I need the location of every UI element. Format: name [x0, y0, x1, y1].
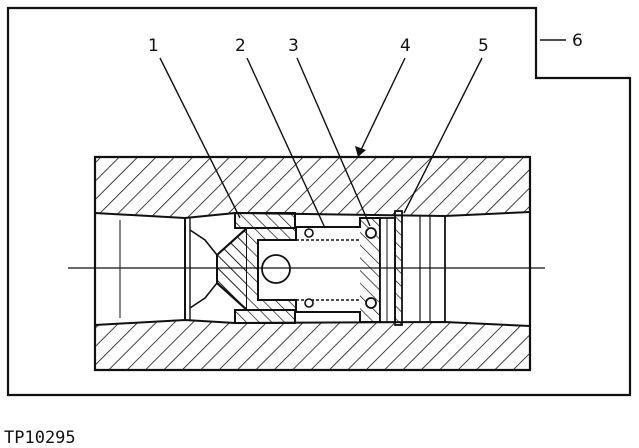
o-ring-set [304, 227, 377, 309]
inlet-seat [189, 229, 218, 309]
callout-4: 4 [400, 36, 411, 56]
arrowhead-4 [355, 146, 366, 157]
callout-1: 1 [148, 36, 159, 56]
figure-id-label: TP10295 [4, 428, 76, 448]
callout-3: 3 [288, 36, 299, 56]
callout-2: 2 [235, 36, 246, 56]
leader-lines [159, 39, 566, 229]
valve-block-outline [6, 6, 632, 397]
callout-5: 5 [478, 36, 489, 56]
callout-6: 6 [572, 31, 583, 51]
